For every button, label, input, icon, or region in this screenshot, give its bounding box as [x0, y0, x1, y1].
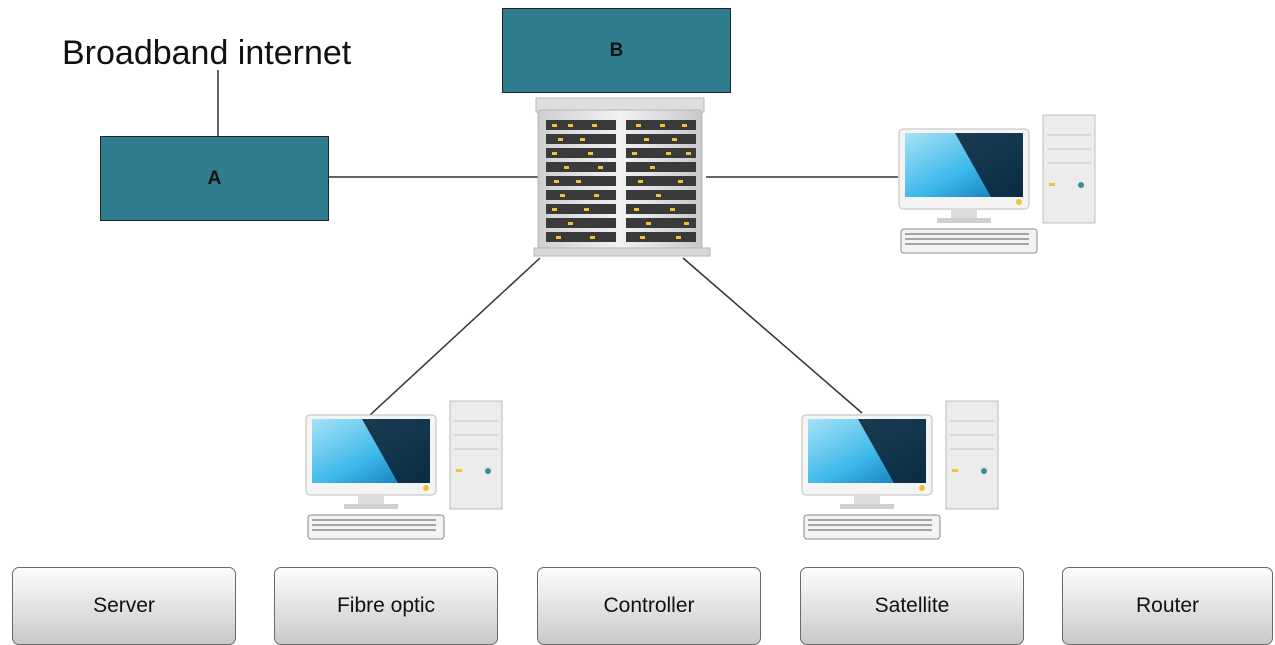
option-button-controller[interactable]: Controller — [537, 567, 761, 645]
drop-zone-a[interactable]: A — [100, 136, 329, 221]
option-label: Satellite — [874, 594, 950, 617]
option-button-fibre-optic[interactable]: Fibre optic — [274, 567, 498, 645]
server-rack-icon — [533, 97, 711, 257]
drop-zone-b-label: B — [609, 39, 624, 61]
option-label: Fibre optic — [336, 594, 436, 617]
option-label: Server — [93, 594, 155, 617]
drop-zone-a-label: A — [207, 167, 222, 189]
option-button-server[interactable]: Server — [12, 567, 236, 645]
option-button-router[interactable]: Router — [1062, 567, 1273, 645]
drop-zone-b[interactable]: B — [502, 8, 731, 93]
desktop-computer-icon — [305, 400, 503, 540]
option-label: Controller — [603, 594, 695, 617]
broadband-internet-label: Broadband internet — [62, 34, 352, 72]
desktop-computer-icon — [801, 400, 999, 540]
option-label: Router — [1135, 594, 1200, 617]
server-to-pc-mid-line — [682, 257, 863, 414]
desktop-computer-icon — [898, 114, 1096, 254]
server-to-pc-left-line — [369, 257, 541, 416]
option-button-satellite[interactable]: Satellite — [800, 567, 1024, 645]
